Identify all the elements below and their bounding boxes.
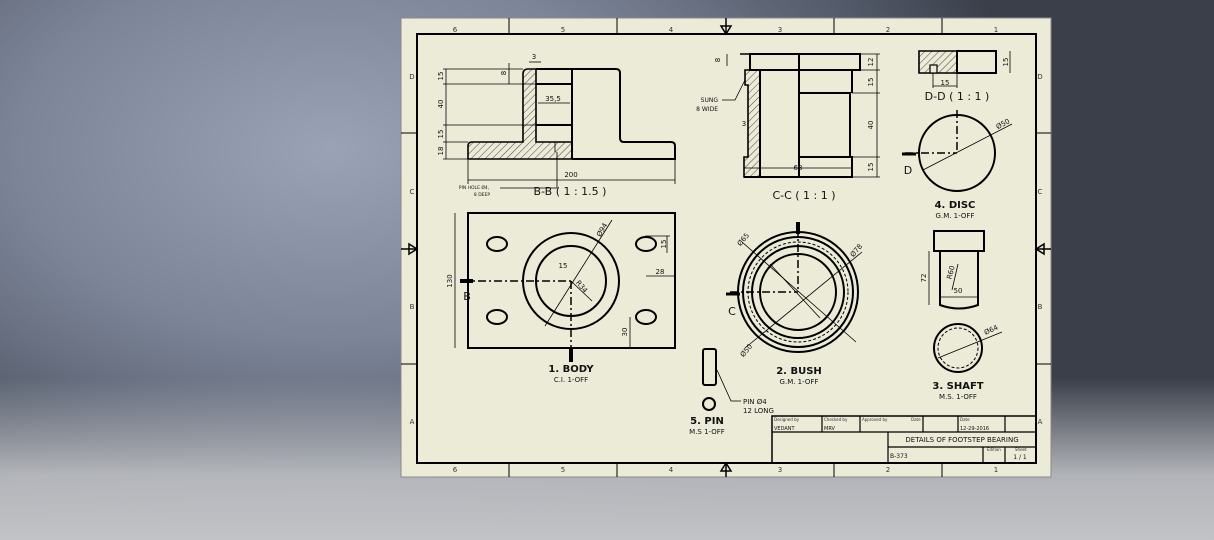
- svg-text:2: 2: [886, 466, 890, 474]
- svg-text:15: 15: [437, 72, 445, 81]
- part-title: 5. PIN: [690, 416, 724, 427]
- svg-text:PIN Ø4: PIN Ø4: [743, 398, 767, 406]
- part-title: 4. DISC: [935, 200, 976, 211]
- section-mark-d: D: [904, 164, 912, 177]
- section-mark-c: C: [728, 305, 736, 318]
- svg-text:8 DEEP: 8 DEEP: [474, 192, 490, 198]
- svg-text:3: 3: [742, 120, 746, 128]
- svg-text:8: 8: [500, 71, 508, 75]
- view-label: D-D ( 1 : 1 ): [925, 90, 990, 103]
- svg-text:12 LONG: 12 LONG: [743, 407, 774, 415]
- svg-text:C: C: [1038, 188, 1043, 196]
- svg-text:5: 5: [561, 26, 565, 34]
- svg-text:D: D: [1037, 73, 1042, 81]
- section-mark-b: B: [463, 290, 471, 303]
- svg-text:C: C: [410, 188, 415, 196]
- section-view-dd[interactable]: 15 15 D-D ( 1 : 1 ): [918, 50, 1011, 103]
- svg-text:2: 2: [886, 26, 890, 34]
- shaft-view[interactable]: 72 R60 50 Ø64 3. SHAFT M.S. 1-OFF: [920, 230, 1003, 401]
- svg-text:SUNG: SUNG: [701, 97, 719, 104]
- svg-text:28: 28: [656, 268, 665, 276]
- svg-text:6: 6: [453, 26, 458, 34]
- drawing-sheet: 6 5 4 3 2 1 6 5 4 3 2 1 D C B A D C B A: [400, 17, 1052, 478]
- svg-text:1: 1: [994, 26, 998, 34]
- svg-text:PIN HOLE Ø4,: PIN HOLE Ø4,: [459, 184, 489, 191]
- svg-text:M.S. 1-OFF: M.S. 1-OFF: [939, 393, 977, 401]
- zone-labels: 6 5 4 3 2 1 6 5 4 3 2 1 D C B A D C B A: [409, 26, 1042, 474]
- svg-text:1: 1: [994, 466, 998, 474]
- designed-by: VEDANT: [774, 426, 796, 432]
- svg-text:Approved by: Approved by: [862, 417, 888, 422]
- svg-text:40: 40: [867, 121, 875, 130]
- svg-text:15: 15: [867, 163, 875, 172]
- part-title: 1. BODY: [548, 364, 594, 375]
- svg-text:50: 50: [954, 287, 963, 295]
- svg-text:15: 15: [1002, 58, 1010, 67]
- svg-text:Sheet: Sheet: [1015, 447, 1027, 452]
- bush-view[interactable]: Ø65 Ø78 Ø50 C 2. BUSH G.M. 1-OFF: [726, 222, 864, 386]
- svg-text:A: A: [1038, 418, 1043, 426]
- svg-text:R60: R60: [945, 265, 956, 280]
- section-view-cc[interactable]: 8 12 15 40 15 68 3 SUNG 8 WIDE C-C ( 1 :…: [696, 53, 880, 202]
- svg-text:15: 15: [867, 78, 875, 87]
- date: 12-29-2016: [960, 426, 989, 432]
- svg-text:M.S 1-OFF: M.S 1-OFF: [689, 428, 725, 436]
- svg-text:D: D: [409, 73, 414, 81]
- svg-text:72: 72: [920, 274, 928, 283]
- svg-text:8: 8: [714, 58, 722, 62]
- svg-text:C.I. 1-OFF: C.I. 1-OFF: [554, 376, 588, 384]
- part-title: 2. BUSH: [776, 366, 822, 377]
- svg-text:12: 12: [867, 58, 875, 67]
- svg-text:5: 5: [561, 466, 565, 474]
- svg-text:15: 15: [437, 130, 445, 139]
- svg-text:130: 130: [446, 274, 454, 287]
- svg-text:6: 6: [453, 466, 458, 474]
- title-block: Designed by Checked by Approved by Date …: [771, 415, 1037, 464]
- disc-view[interactable]: Ø50 D 4. DISC G.M. 1-OFF: [902, 110, 1013, 220]
- pin-view[interactable]: PIN Ø4 12 LONG 5. PIN M.S 1-OFF: [689, 348, 774, 436]
- view-label: C-C ( 1 : 1 ): [772, 189, 835, 202]
- svg-text:Date: Date: [911, 417, 921, 422]
- svg-text:G.M. 1-OFF: G.M. 1-OFF: [936, 212, 975, 220]
- svg-text:3: 3: [778, 26, 782, 34]
- svg-text:15: 15: [660, 240, 668, 249]
- svg-text:200: 200: [564, 171, 577, 179]
- svg-text:B: B: [1038, 303, 1043, 311]
- svg-text:Edition: Edition: [987, 447, 1001, 452]
- section-view-bb[interactable]: 15 40 15 18 8 3 35,5 200 PIN HOLE Ø4, 8 …: [437, 53, 676, 198]
- svg-text:Checked by: Checked by: [824, 417, 848, 422]
- drawing-number: B-373: [890, 453, 908, 460]
- zone-ticks: [401, 18, 1051, 477]
- checked-by: MRV: [824, 426, 836, 432]
- drawing-title: DETAILS OF FOOTSTEP BEARING: [905, 436, 1018, 444]
- svg-text:15: 15: [941, 79, 950, 87]
- part-title: 3. SHAFT: [932, 381, 983, 392]
- svg-text:4: 4: [669, 466, 674, 474]
- view-label: B-B ( 1 : 1.5 ): [534, 185, 607, 198]
- svg-text:30: 30: [621, 328, 629, 337]
- svg-text:Date: Date: [960, 417, 970, 422]
- sheet-number: 1 / 1: [1013, 454, 1027, 461]
- svg-text:15: 15: [559, 262, 568, 270]
- svg-text:Designed by: Designed by: [774, 417, 800, 422]
- svg-text:40: 40: [437, 100, 445, 109]
- svg-text:68: 68: [794, 164, 803, 172]
- svg-text:35,5: 35,5: [545, 95, 561, 103]
- svg-text:3: 3: [532, 53, 536, 61]
- svg-text:G.M. 1-OFF: G.M. 1-OFF: [780, 378, 819, 386]
- svg-text:3: 3: [778, 466, 782, 474]
- centering-arrows: [401, 18, 1051, 477]
- svg-text:B: B: [410, 303, 415, 311]
- svg-text:8 WIDE: 8 WIDE: [696, 106, 718, 113]
- svg-text:4: 4: [669, 26, 674, 34]
- svg-text:A: A: [410, 418, 415, 426]
- svg-text:18: 18: [437, 147, 445, 156]
